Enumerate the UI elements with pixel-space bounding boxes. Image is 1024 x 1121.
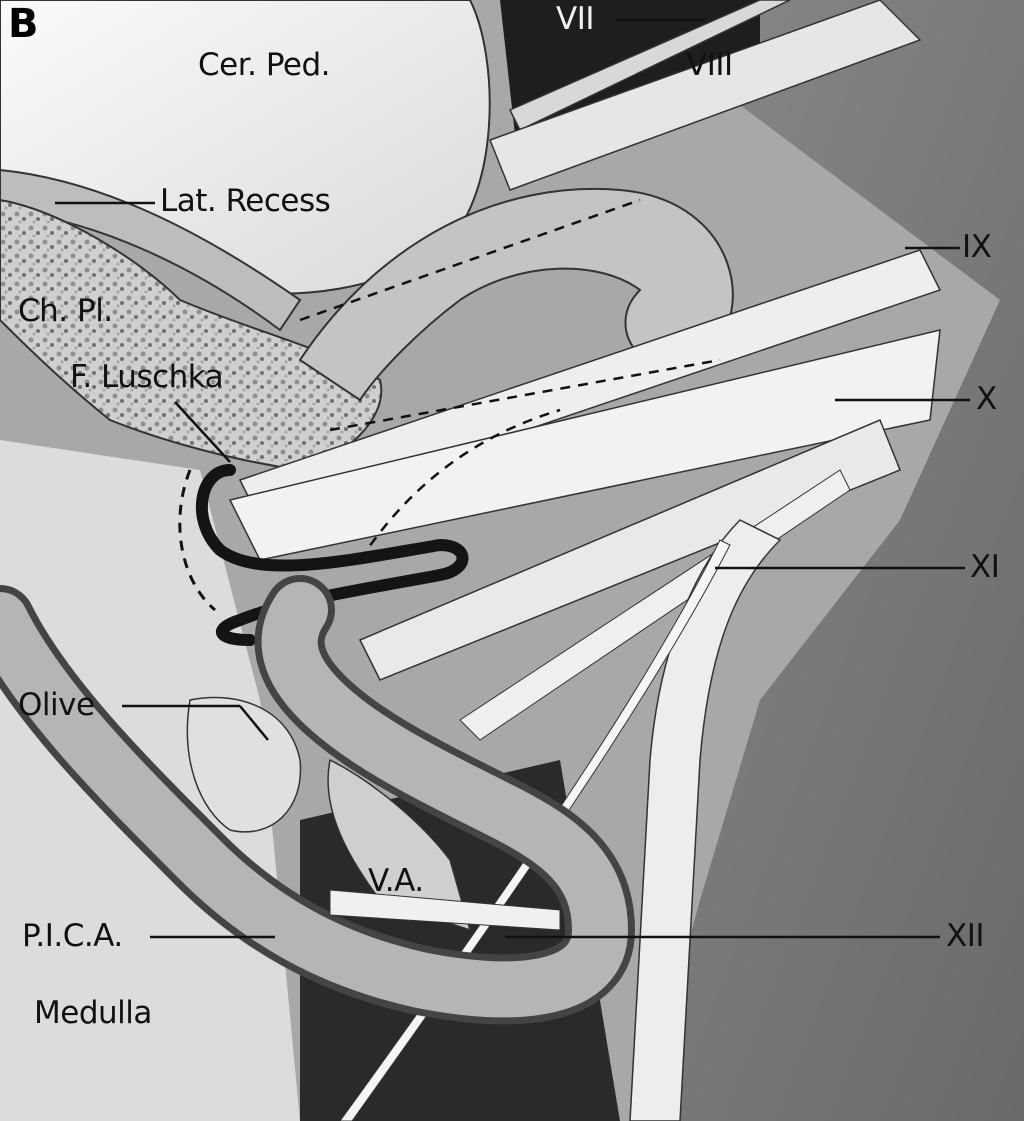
dashed-outline-2 bbox=[299, 198, 641, 322]
choroid-plexus-shape bbox=[0, 198, 383, 472]
nerve-viii-shape bbox=[489, 0, 922, 191]
vertebral-artery-shape bbox=[327, 758, 472, 932]
label-medulla: Medulla bbox=[34, 995, 152, 1031]
nerve-xii-rootlets bbox=[329, 889, 561, 931]
label-viii: VIII bbox=[686, 47, 733, 83]
label-ix: IX bbox=[962, 229, 992, 265]
nerve-vii-shape bbox=[508, 0, 791, 131]
dashed-outline-1 bbox=[178, 469, 216, 612]
nerve-xi-shape bbox=[358, 419, 901, 681]
nerve-xi-descending bbox=[629, 519, 782, 1121]
right-dark-tissue bbox=[600, 0, 1024, 1121]
dashed-outline-3 bbox=[329, 358, 721, 432]
pica-main-trunk-highlight bbox=[0, 582, 629, 1018]
label-pica: P.I.C.A. bbox=[22, 918, 123, 954]
label-f-luschka: F. Luschka bbox=[70, 359, 224, 395]
dashed-outline-4 bbox=[358, 408, 561, 561]
label-lat-recess: Lat. Recess bbox=[160, 183, 331, 219]
dark-artery-loop bbox=[195, 464, 469, 646]
label-xii: XII bbox=[946, 918, 985, 954]
panel-letter: B bbox=[8, 1, 39, 47]
label-cer-ped: Cer. Ped. bbox=[198, 47, 331, 83]
lateral-recess-band bbox=[0, 168, 302, 332]
leader-f-luschka bbox=[174, 401, 231, 463]
label-vii: VII bbox=[556, 1, 595, 37]
nerve-xi-thin-strand bbox=[339, 539, 731, 1121]
label-x: X bbox=[976, 381, 997, 417]
leader-olive-2 bbox=[239, 705, 269, 741]
olive-shape bbox=[186, 696, 302, 833]
label-ch-pl: Ch. Pl. bbox=[18, 293, 113, 329]
label-va: V.A. bbox=[368, 863, 424, 899]
label-xi: XI bbox=[970, 549, 1000, 585]
label-olive: Olive bbox=[18, 687, 95, 723]
